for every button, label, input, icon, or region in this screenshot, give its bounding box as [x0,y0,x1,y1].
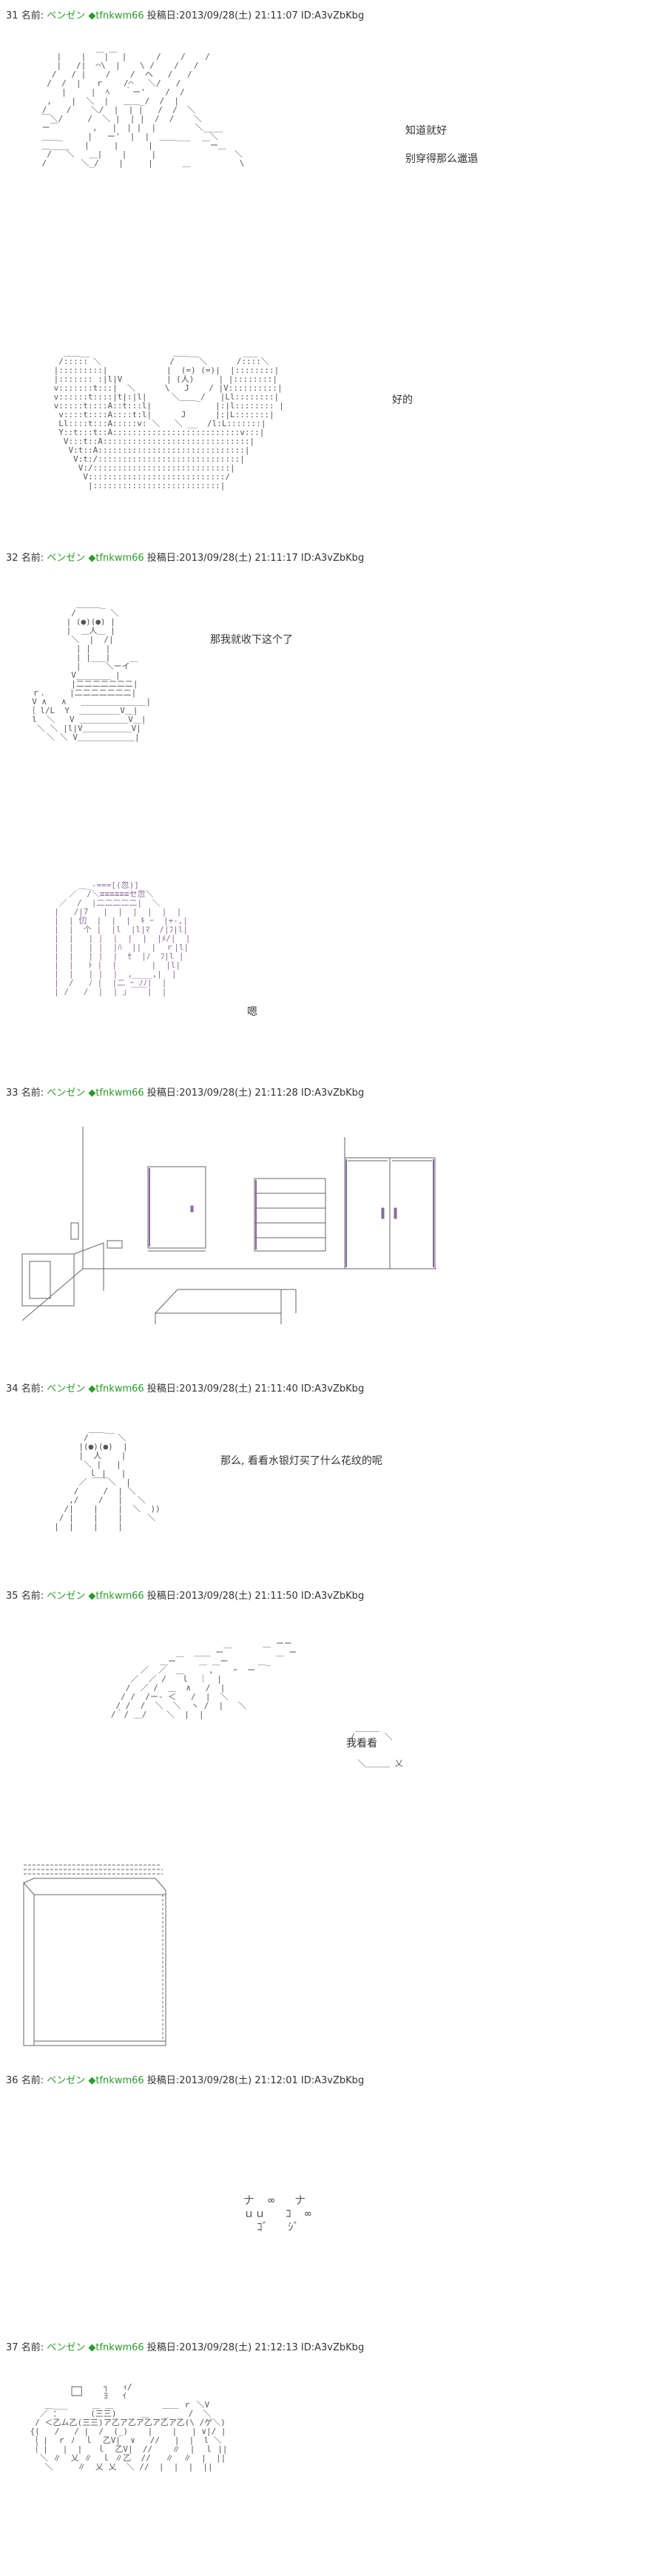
post-id[interactable]: ID:A3vZbKbg [300,1088,365,1099]
ascii-art-hand-wave: | | ￣|￣ | / / / | /| ⌒\ | \ / / / / / | … [41,52,245,168]
poster-trip: ◆tfnkwm66 [88,1383,144,1395]
post-header: 34 名前: ベンゼン ◆tfnkwm66 投稿日:2013/09/28(土) … [6,1383,364,1395]
post-header: 31 名前: ベンゼン ◆tfnkwm66 投稿日:2013/09/28(土) … [6,10,364,22]
post-header: 32 名前: ベンゼン ◆tfnkwm66 投稿日:2013/09/28(土) … [6,553,364,564]
post-id[interactable]: ID:A3vZbKbg [300,1383,365,1395]
post-id[interactable]: ID:A3vZbKbg [300,553,365,564]
ascii-art-reaching-hand: ＿ ーー ＿＿ ー￣ ＿ ー ＿ー￣ ＿ ＿ー ＿_ ／ ／ ＿ , ｰ ー ／… [110,1639,297,1719]
post-date: 2013/09/28(土) 21:11:28 [179,1088,298,1099]
post-number: 35 [6,1591,18,1602]
poster-trip: ◆tfnkwm66 [88,1088,144,1099]
post-id[interactable]: ID:A3vZbKbg [300,10,365,21]
speech-bubble: ＿＿＿ / ＼ [350,1723,393,1742]
ascii-art-sound-effect: ナ ∞ ナ ｕｕ ｺ ∞ ｺﾞ ｼﾞ [243,2194,311,2233]
post-date-label: 投稿日: [146,1088,180,1099]
dialogue-3: 好的 [392,394,413,406]
post-header: 33 名前: ベンゼン ◆tfnkwm66 投稿日:2013/09/28(土) … [6,1088,364,1099]
post-date-label: 投稿日: [146,2342,180,2353]
post-number: 37 [6,2342,18,2353]
post-date: 2013/09/28(土) 21:11:17 [179,553,298,564]
poster-name[interactable]: ベンゼン [47,1383,86,1395]
post-date-label: 投稿日: [146,10,180,21]
post-header: 36 名前: ベンゼン ◆tfnkwm66 投稿日:2013/09/28(土) … [6,2075,364,2087]
ascii-art-smiling-face: ＿＿__ ＿＿__ ___ /::::: ＼ / ＼ /::::＼ |:::::… [53,348,284,490]
ascii-art-crowd-reaction: ┌─┐ ┐ ｨ/ └─┘ ﾖ ｲ ＿___ ＿ ＿ ＿＿ ｒ ＼V ／ ： (三… [30,2382,228,2472]
poster-trip: ◆tfnkwm66 [88,2075,144,2086]
post-date: 2013/09/28(土) 21:12:01 [179,2075,298,2086]
post-id[interactable]: ID:A3vZbKbg [300,2342,365,2353]
post-number: 36 [6,2075,18,2086]
post-date-label: 投稿日: [146,553,180,564]
dialogue-1: 那我就收下这个了 [210,634,293,646]
ascii-art-round-eyes-character: ＿＿＿_ / ＼ | (●)(●) | | ＿人＿ | ＼ | /| | | |… [27,599,152,742]
poster-trip: ◆tfnkwm66 [88,1591,144,1602]
name-label: 名前: [21,1383,44,1395]
poster-name[interactable]: ベンゼン [47,10,86,21]
dialogue-1: 我看看 [346,1738,377,1750]
poster-trip: ◆tfnkwm66 [88,10,144,21]
poster-name[interactable]: ベンゼン [47,1591,86,1602]
name-label: 名前: [21,2075,44,2086]
post-date-label: 投稿日: [146,2075,180,2086]
post-header: 35 名前: ベンゼン ◆tfnkwm66 投稿日:2013/09/28(土) … [6,1591,364,1602]
post-date: 2013/09/28(土) 21:11:50 [179,1591,298,1602]
post-number: 32 [6,553,18,564]
dialogue-1: 知道就好 [405,125,447,137]
post-number: 34 [6,1383,18,1395]
name-label: 名前: [21,10,44,21]
dialogue-2: 嗯 [247,1006,257,1018]
name-label: 名前: [21,2342,44,2353]
post-date: 2013/09/28(土) 21:11:40 [179,1383,298,1395]
post-date: 2013/09/28(土) 21:12:13 [179,2342,298,2353]
poster-trip: ◆tfnkwm66 [88,2342,144,2353]
poster-trip: ◆tfnkwm66 [88,553,144,564]
speech-bubble-tail: ＼＿＿＿ 乂 [348,1759,403,1768]
post-header: 37 名前: ベンゼン ◆tfnkwm66 投稿日:2013/09/28(土) … [6,2342,364,2354]
post-id[interactable]: ID:A3vZbKbg [300,1591,365,1602]
room-drawing [21,1127,436,1324]
name-label: 名前: [21,1088,44,1099]
ascii-art-hooded-character: ＿_-===[(忽)] ／ /＼≡≡≡≡≡≡セ忽＼ ／ / |二二二二二| ＼ … [54,880,191,997]
poster-name[interactable]: ベンゼン [47,2075,86,2086]
post-number: 33 [6,1088,18,1099]
poster-name[interactable]: ベンゼン [47,553,86,564]
poster-name[interactable]: ベンゼン [47,2342,86,2353]
post-id[interactable]: ID:A3vZbKbg [300,2075,365,2086]
dialogue-1: 那么, 看看水银灯买了什么花纹的呢 [220,1455,382,1467]
post-date-label: 投稿日: [146,1591,180,1602]
ascii-art-round-eyes-walking: ＿＿__ / ＼ |(●)(●) | | 人 | ＼ | | ｌ | | ／ ￣… [54,1424,161,1531]
name-label: 名前: [21,1591,44,1602]
dialogue-2: 别穿得那么邋遢 [405,153,478,165]
name-label: 名前: [21,553,44,564]
post-number: 31 [6,10,18,21]
post-date-label: 投稿日: [146,1383,180,1395]
poster-name[interactable]: ベンゼン [47,1088,86,1099]
bag-drawing [23,1864,166,2046]
post-date: 2013/09/28(土) 21:11:07 [179,10,298,21]
